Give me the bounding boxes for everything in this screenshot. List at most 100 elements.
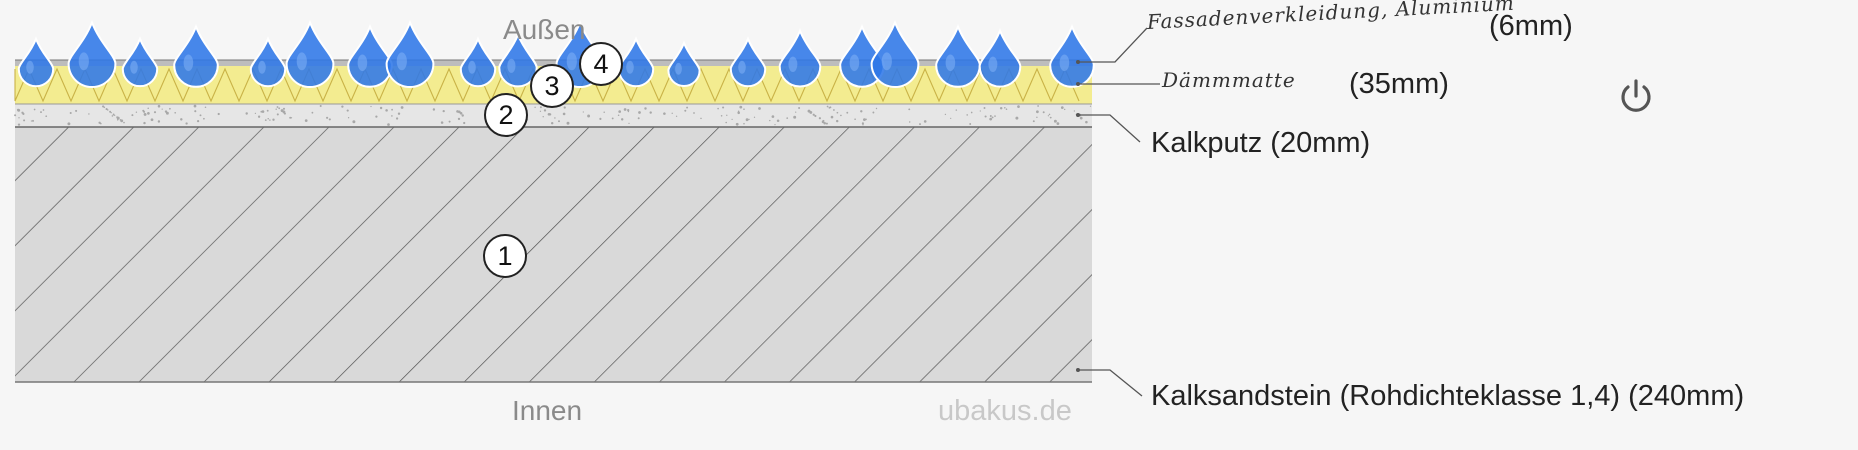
plaster-speckle — [204, 106, 207, 109]
plaster-speckle — [769, 119, 771, 122]
water-drop-highlight — [130, 60, 138, 74]
plaster-speckle — [999, 106, 1003, 110]
plaster-speckle — [835, 119, 839, 123]
plaster-speckle — [846, 111, 849, 114]
plaster-speckle — [840, 114, 842, 117]
plaster-speckle — [739, 105, 743, 109]
plaster-speckle — [370, 105, 372, 108]
plaster-speckle — [346, 109, 349, 112]
water-drop-highlight — [881, 52, 892, 71]
plaster-speckle — [554, 117, 556, 119]
plaster-speckle — [825, 122, 828, 125]
plaster-speckle — [994, 115, 996, 117]
plaster-speckle — [637, 117, 640, 120]
plaster-speckle — [950, 117, 952, 120]
layer-marker-4: 4 — [579, 42, 623, 86]
water-drop-icon — [935, 23, 981, 88]
water-drop-highlight — [396, 52, 407, 71]
plaster-speckle — [720, 115, 723, 117]
plaster-speckle — [391, 115, 393, 117]
plaster-speckle — [266, 109, 269, 112]
plaster-speckle — [395, 117, 399, 120]
plaster-speckle — [991, 116, 994, 119]
plaster-speckle — [123, 121, 125, 124]
plaster-speckle — [717, 107, 719, 110]
layer-kalksandstein — [15, 127, 1092, 383]
plaster-speckle — [254, 112, 257, 115]
plaster-speckle — [582, 111, 584, 113]
plaster-speckle — [675, 115, 678, 117]
plaster-speckle — [818, 117, 822, 120]
plaster-speckle — [1060, 106, 1064, 109]
plaster-speckle — [461, 114, 464, 117]
plaster-speckle — [908, 121, 911, 123]
plaster-speckle — [135, 111, 138, 113]
plaster-speckle — [391, 108, 393, 111]
plaster-speckle — [1005, 108, 1008, 110]
plaster-speckle — [328, 118, 331, 121]
plaster-speckle — [326, 116, 329, 119]
plaster-speckle — [969, 123, 972, 125]
water-drop-icon — [870, 19, 920, 88]
plaster-speckle — [22, 112, 25, 115]
water-drop-icon — [978, 27, 1022, 88]
plaster-speckle — [311, 111, 314, 114]
plaster-speckle — [457, 110, 461, 114]
plaster-speckle — [758, 107, 761, 110]
plaster-speckle — [203, 117, 205, 120]
layer-kalkputz — [14, 104, 1092, 128]
plaster-speckle — [923, 120, 927, 123]
plaster-speckle — [826, 105, 829, 108]
plaster-speckle — [282, 107, 286, 110]
plaster-speckle — [459, 111, 463, 115]
plaster-speckle — [385, 109, 388, 112]
plaster-speckle — [245, 112, 248, 115]
plaster-speckle — [111, 115, 114, 117]
leader-line-2 — [1078, 114, 1141, 143]
water-drop-highlight — [357, 54, 368, 72]
plaster-speckle — [17, 108, 21, 112]
plaster-speckle — [814, 114, 817, 118]
plaster-speckle — [143, 121, 146, 125]
plaster-speckle — [979, 110, 981, 112]
plaster-speckle — [161, 108, 163, 110]
plaster-speckle — [269, 119, 271, 121]
plaster-speckle — [644, 107, 647, 110]
plaster-speckle — [193, 104, 197, 108]
plaster-speckle — [671, 112, 673, 114]
plaster-speckle — [131, 114, 134, 117]
plaster-speckle — [1085, 120, 1088, 124]
plaster-speckle — [400, 106, 404, 109]
plaster-speckle — [75, 109, 78, 112]
power-icon[interactable] — [1617, 77, 1655, 115]
plaster-speckle — [23, 119, 26, 122]
plaster-speckle — [375, 115, 378, 118]
plaster-speckle — [539, 110, 542, 112]
plaster-speckle — [147, 112, 150, 115]
plaster-speckle — [120, 119, 124, 123]
water-drop-highlight — [296, 52, 307, 71]
plaster-speckle — [116, 119, 119, 121]
plaster-speckle — [836, 111, 839, 114]
plaster-speckle — [257, 115, 261, 118]
plaster-speckle — [264, 119, 267, 121]
plaster-speckle — [558, 120, 560, 123]
plaster-speckle — [823, 121, 826, 125]
plaster-speckle — [1036, 116, 1038, 119]
water-drop-icon — [729, 36, 767, 88]
layer-marker-2: 2 — [484, 93, 528, 137]
plaster-speckle — [143, 110, 146, 113]
plaster-speckle — [14, 114, 17, 117]
plaster-speckle — [1053, 119, 1057, 123]
water-drop-icon — [385, 19, 435, 88]
plaster-speckle — [786, 117, 789, 119]
water-drop-highlight — [788, 56, 798, 72]
plaster-speckle — [289, 116, 292, 119]
water-drop-highlight — [26, 60, 34, 74]
plaster-speckle — [919, 123, 921, 126]
plaster-speckle — [542, 116, 544, 118]
layer-3-handwritten-name: Dämmmatte — [1162, 68, 1296, 92]
plaster-speckle — [966, 114, 969, 116]
plaster-speckle — [1017, 105, 1020, 108]
plaster-speckle — [731, 118, 733, 121]
